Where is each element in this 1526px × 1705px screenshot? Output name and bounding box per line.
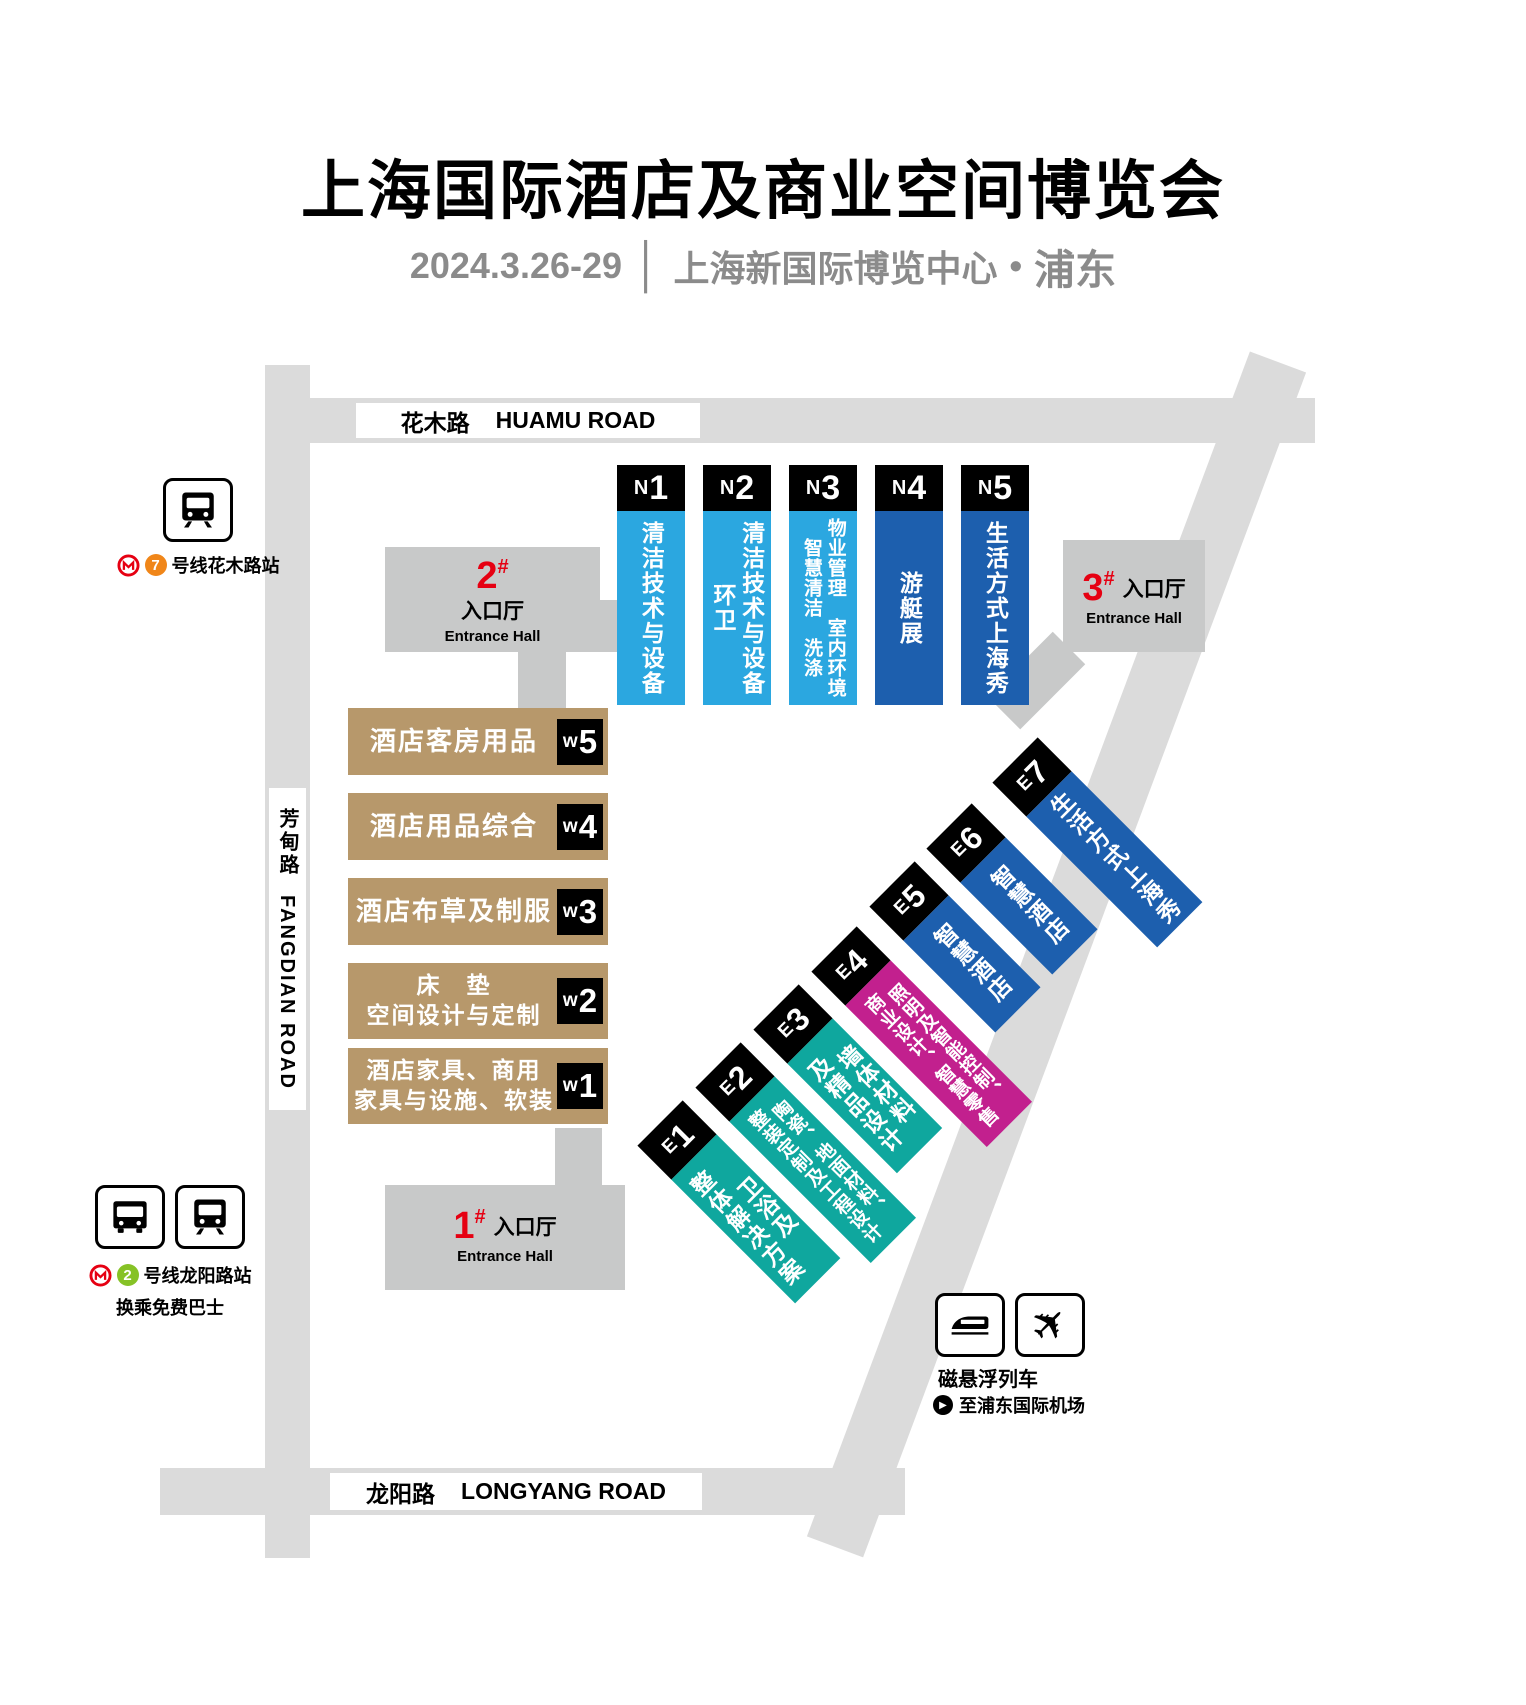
entrance-hall-2-stub-right: [600, 600, 617, 652]
hall-w3-name: 酒店布草及制服: [355, 895, 552, 926]
hall-n2-name: 清洁技术与设备 环卫: [703, 511, 771, 705]
hall-w2-name: 床 垫 空间设计与定制: [366, 972, 542, 1028]
entrance-hall-1: [385, 1185, 625, 1290]
entrance-hall-2-stub-down: [518, 652, 566, 710]
page-subtitle: 2024.3.26-29 │ 上海新国际博览中心 • 浦东: [0, 236, 1526, 296]
longyang-bus-icon-box: [95, 1185, 165, 1249]
entrance-hall-2: [385, 547, 600, 652]
page-title: 上海国际酒店及商业空间博览会: [301, 155, 1225, 227]
entrance-hall-1-stub-up: [555, 1128, 602, 1185]
entrance-hall-1-label: 1# 入口厅 Entrance Hall: [453, 1205, 557, 1265]
subtitle-bullet: •: [1009, 245, 1023, 286]
metro-logo-icon: [116, 553, 140, 577]
longyang-station-note: 换乘免费巴士: [116, 1298, 224, 1318]
fangdian-road-label: 芳甸路 FANGDIAN ROAD: [269, 788, 306, 1110]
airport-icon-box: ✈: [1015, 1293, 1085, 1357]
hall-n3-name: 物业管理 室内环境 智慧清洁 洗涤: [789, 511, 857, 705]
hall-w4-name: 酒店用品综合: [369, 810, 538, 841]
line-7-badge: 7: [144, 554, 167, 576]
huamu-station-label: 7 号线花木路站: [80, 552, 316, 578]
maglev-icon: [949, 1304, 991, 1346]
longyang-road-en: LONGYANG ROAD: [461, 1478, 666, 1504]
longyang-station-label: 2 号线龙阳路站: [50, 1262, 290, 1288]
fangdian-road-en: FANGDIAN ROAD: [276, 895, 298, 1090]
fangdian-road-cn: 芳甸路: [276, 808, 298, 878]
bus-icon: [109, 1196, 151, 1238]
longyang-road-label: 龙阳路 LONGYANG ROAD: [330, 1473, 702, 1510]
entrance-hall-3: [1063, 540, 1205, 652]
train-icon: [177, 489, 219, 531]
subtitle-city: 浦东: [1034, 247, 1117, 293]
hall-w5-name: 酒店客房用品: [369, 725, 538, 756]
hall-w1-name: 酒店家具、商用 家具与设施、软装: [354, 1057, 554, 1113]
hall-n1-name: 清洁技术与设备: [617, 511, 685, 705]
metro-logo-icon: [88, 1263, 112, 1287]
subtitle-venue: 上海新国际博览中心: [673, 248, 998, 289]
huamu-station-icon-box: [163, 478, 233, 542]
huamu-road-label: 花木路 HUAMU ROAD: [356, 403, 700, 438]
maglev-title: 磁悬浮列车: [938, 1369, 1038, 1391]
longyang-train-icon-box: [175, 1185, 245, 1249]
entrance-hall-3-label: 3# 入口厅 Entrance Hall: [1082, 567, 1186, 627]
huamu-road-cn: 花木路: [400, 409, 470, 436]
hall-n4-name: 游艇展: [875, 511, 943, 705]
maglev-icon-box: [935, 1293, 1005, 1357]
subtitle-date: 2024.3.26-29: [409, 245, 623, 286]
huamu-road-en: HUAMU ROAD: [495, 407, 656, 433]
train-icon: [189, 1196, 231, 1238]
maglev-destination: ▶ 至浦东国际机场: [933, 1392, 1085, 1418]
longyang-station-name: 号线龙阳路站: [143, 1266, 252, 1286]
longyang-road-cn: 龙阳路: [366, 1480, 436, 1507]
plane-icon: ✈: [1019, 1294, 1081, 1356]
entrance-hall-2-label: 2# 入口厅 Entrance Hall: [444, 555, 541, 645]
subtitle-separator: │: [634, 241, 662, 290]
huamu-station-name: 号线花木路站: [171, 556, 280, 576]
play-icon: ▶: [933, 1395, 953, 1415]
line-2-badge: 2: [116, 1264, 139, 1286]
hall-n5-name: 生活方式上海秀: [961, 511, 1029, 705]
maglev-destination-text: 至浦东国际机场: [959, 1396, 1085, 1416]
